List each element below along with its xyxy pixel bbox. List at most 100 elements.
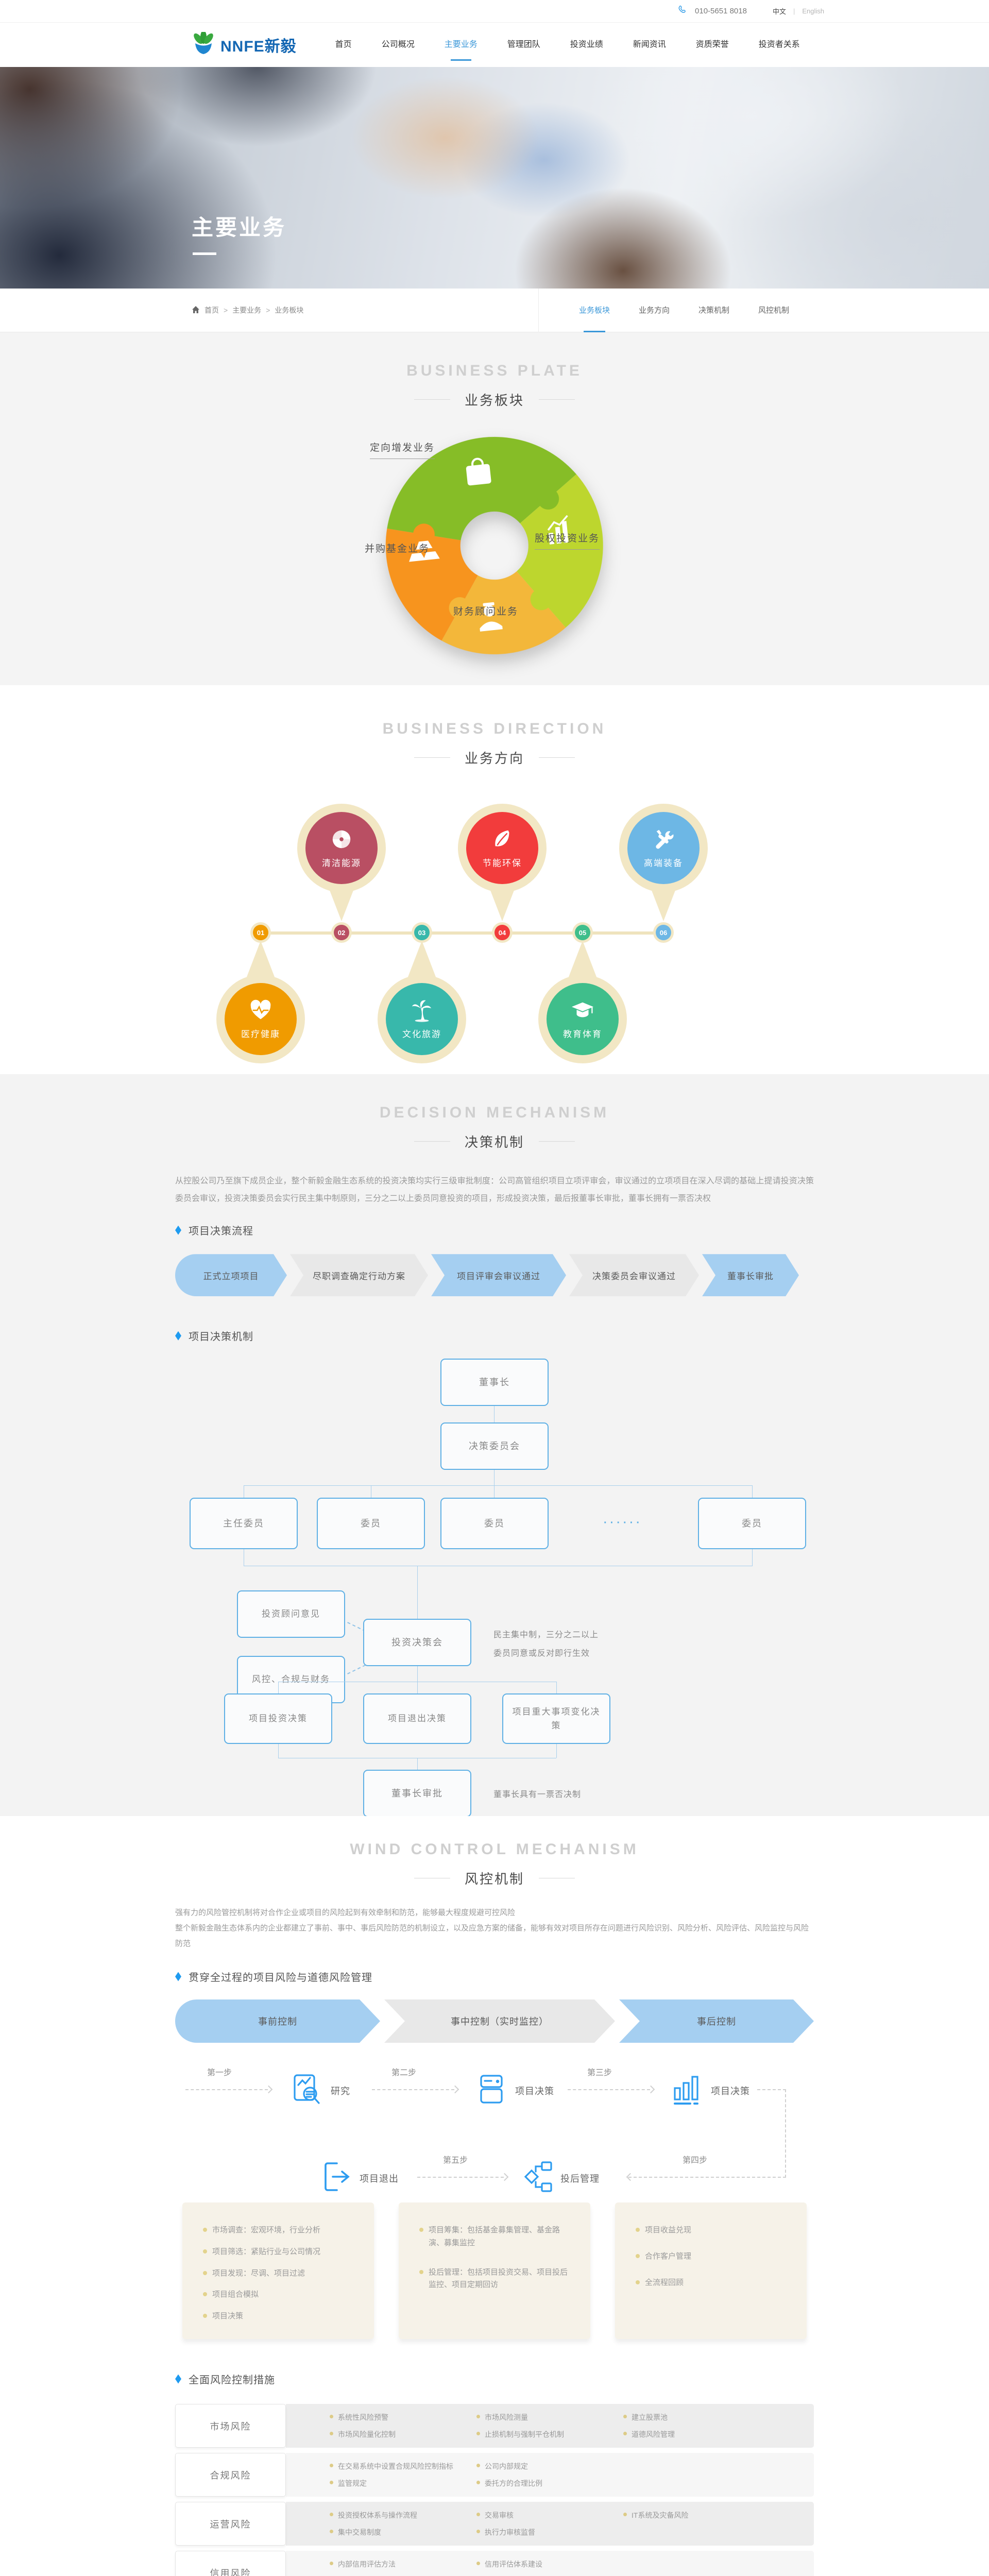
decision-flow-heading: 项目决策流程 xyxy=(175,1223,814,1238)
nav-item-company[interactable]: 公司概况 xyxy=(381,40,415,49)
plate-label-guquan: 股权投资业务 xyxy=(535,531,600,550)
project-file-icon xyxy=(475,2073,508,2106)
step-2-label: 第二步 xyxy=(391,2069,417,2077)
logo-leaf-icon xyxy=(192,30,215,58)
flow-step-3: 项目评审会审议通过 xyxy=(431,1254,566,1296)
step-3-title: 项目决策 xyxy=(711,2086,750,2096)
wind-process-heading: 贯穿全过程的项目风险与道德风险管理 xyxy=(175,1969,814,1984)
detail-box-research: 市场调查：宏观环境，行业分析 项目筛选：紧贴行业与公司情况 项目发现：尽调、项目… xyxy=(182,2202,374,2339)
lang-zh[interactable]: 中文 xyxy=(772,8,786,15)
wind-paragraph: 强有力的风险管控机制将对合作企业或项目的风险起到有效牵制和防范，能够最大程度规避… xyxy=(175,1905,814,1952)
wind-paragraph-line2: 整个新毅金融生态体系内的企业都建立了事前、事中、事后风险防范的机制设立，以及应急… xyxy=(175,1924,809,1948)
org-member: 委员 xyxy=(440,1498,549,1550)
risk-category: 市场风险 xyxy=(175,2404,286,2448)
nav-item-news[interactable]: 新闻资讯 xyxy=(633,40,666,49)
decision-title-en: DECISION MECHANISM xyxy=(379,1104,610,1121)
graduation-cap-icon xyxy=(571,1002,594,1018)
diamond-icon xyxy=(175,2374,181,2384)
nav-item-performance[interactable]: 投资业绩 xyxy=(570,40,603,49)
subnav-bar: 首页 > 主要业务 > 业务板块 业务板块 业务方向 决策机制 风控机制 xyxy=(0,288,989,332)
pinwheel-icon xyxy=(332,830,351,849)
nav-item-business[interactable]: 主要业务 xyxy=(430,23,492,67)
home-icon xyxy=(192,306,200,315)
step-3-label: 第三步 xyxy=(587,2069,612,2077)
org-investment-meeting: 投资决策会 xyxy=(363,1619,471,1667)
section-decision-mechanism: DECISION MECHANISM 决策机制 从控股公司乃至旗下成员企业，整个… xyxy=(0,1074,989,1816)
plate-label-binggou: 并购基金业务 xyxy=(365,544,430,554)
step-4-label: 第四步 xyxy=(683,2156,708,2165)
tab-business-plate[interactable]: 业务板块 xyxy=(565,289,624,332)
section-business-direction: BUSINESS DIRECTION 业务方向 01 02 03 04 05 0… xyxy=(0,685,989,1074)
breadcrumb-level1[interactable]: 主要业务 xyxy=(232,306,262,314)
org-decision-exit: 项目退出决策 xyxy=(363,1693,471,1744)
breadcrumb-level2[interactable]: 业务板块 xyxy=(275,306,304,314)
plate-donut-diagram: 定向增发业务 股权投资业务 并购基金业务 财务顾问业务 xyxy=(273,425,716,671)
nav-item-team[interactable]: 管理团队 xyxy=(507,40,540,49)
wind-title-en: WIND CONTROL MECHANISM xyxy=(350,1841,639,1858)
step-1-label: 第一步 xyxy=(207,2069,232,2077)
plate-label-caiwu: 财务顾问业务 xyxy=(453,606,519,617)
org-advisor-opinion: 投资顾问意见 xyxy=(237,1590,345,1638)
donut-seg-green xyxy=(387,437,576,540)
control-before: 事前控制 xyxy=(175,1999,380,2043)
section-business-plate: BUSINESS PLATE 业务板块 xyxy=(0,332,989,685)
page-title: 主要业务 xyxy=(192,215,287,240)
pin-eco: 节能环保 xyxy=(458,804,547,921)
pin-clean-energy: 清洁能源 xyxy=(297,804,386,921)
tab-business-direction[interactable]: 业务方向 xyxy=(638,306,670,315)
step-1-title: 研究 xyxy=(331,2086,350,2096)
section-wind-control: WIND CONTROL MECHANISM 风控机制 强有力的风险管控机制将对… xyxy=(0,1816,989,2576)
flow-step-5: 董事长审批 xyxy=(702,1254,799,1296)
decision-title-cn: 决策机制 xyxy=(0,1132,989,1151)
logo-text: NNFE新毅 xyxy=(220,38,297,55)
pin-education: 教育体育 xyxy=(538,941,627,1063)
header-top-bar: 010-5651 8018 中文 | English xyxy=(0,0,989,23)
risk-row-operation: 运营风险 投资授权体系与操作流程 集中交易制度 交易审核 执行力审核监督 IT系… xyxy=(175,2502,814,2546)
diamond-icon xyxy=(175,1972,181,1981)
timeline-bar xyxy=(255,931,669,935)
nav-item-honor[interactable]: 资质荣誉 xyxy=(695,40,729,49)
step-4-title: 投后管理 xyxy=(560,2174,600,2184)
lang-en[interactable]: English xyxy=(802,7,824,15)
advisor-person-icon xyxy=(480,602,503,632)
decision-paragraph: 从控股公司乃至旗下成员企业，整个新毅金融生态系统的投资决策均实行三级审批制度：公… xyxy=(175,1177,814,1203)
risk-row-market: 市场风险 系统性风险预警 市场风险量化控制 市场风险测量 止损机制与强制平仓机制… xyxy=(175,2404,814,2448)
wind-steps-flow: 第一步 研究 第二步 项目决策 第三步 xyxy=(175,2058,814,2347)
plate-title-cn: 业务板块 xyxy=(0,390,989,409)
tab-active-underline xyxy=(583,330,605,332)
org-chairman: 董事长 xyxy=(440,1359,549,1406)
org-approval-note: 董事长具有一票否决制 xyxy=(493,1790,582,1800)
flow-step-2: 尽职调查确定行动方案 xyxy=(290,1254,428,1296)
wind-measures-heading: 全面风险控制措施 xyxy=(175,2371,814,2386)
org-member-chief: 主任委员 xyxy=(190,1498,298,1550)
header-phone: 010-5651 8018 xyxy=(695,7,747,15)
diamond-icon xyxy=(175,1331,181,1341)
org-member: 委员 xyxy=(317,1498,425,1550)
tab-decision-mechanism[interactable]: 决策机制 xyxy=(698,306,729,315)
tools-icon xyxy=(656,829,674,849)
tab-wind-control[interactable]: 风控机制 xyxy=(758,306,789,315)
title-underline xyxy=(193,252,216,255)
decision-org-chart: 董事长 决策委员会 主任委员 委员 委员 ······ 委员 投资顾问意见 风控… xyxy=(175,1359,814,1816)
gold-ingots-icon xyxy=(409,540,440,562)
risk-control-table: 市场风险 系统性风险预警 市场风险量化控制 市场风险测量 止损机制与强制平仓机制… xyxy=(175,2404,814,2576)
exit-icon xyxy=(320,2160,353,2193)
logo[interactable]: NNFE新毅 xyxy=(192,30,297,58)
donut-chart xyxy=(361,413,627,682)
org-committee: 决策委员会 xyxy=(440,1422,549,1470)
chart-growth-icon xyxy=(547,515,569,545)
plate-label-dingxiang: 定向增发业务 xyxy=(370,440,435,459)
step-5-title: 项目退出 xyxy=(360,2174,399,2184)
decision-flow-ribbon: 正式立项项目 尽职调查确定行动方案 项目评审会审议通过 决策委员会审议通过 董事… xyxy=(175,1254,814,1296)
breadcrumb: 首页 > 主要业务 > 业务板块 xyxy=(192,305,303,315)
main-nav: 首页 公司概况 主要业务 管理团队 投资业绩 新闻资讯 资质荣誉 投资者关系 xyxy=(320,23,815,67)
timeline-dot-02: 02 xyxy=(331,922,352,943)
flow-step-4: 决策委员会审议通过 xyxy=(569,1254,699,1296)
breadcrumb-home[interactable]: 首页 xyxy=(204,306,219,314)
nav-item-investor[interactable]: 投资者关系 xyxy=(758,40,800,49)
risk-category: 运营风险 xyxy=(175,2502,286,2546)
nav-item-home[interactable]: 首页 xyxy=(335,40,352,49)
palm-tree-icon xyxy=(412,1000,432,1022)
plate-title-en: BUSINESS PLATE xyxy=(406,362,583,379)
diamond-icon xyxy=(175,1225,181,1235)
